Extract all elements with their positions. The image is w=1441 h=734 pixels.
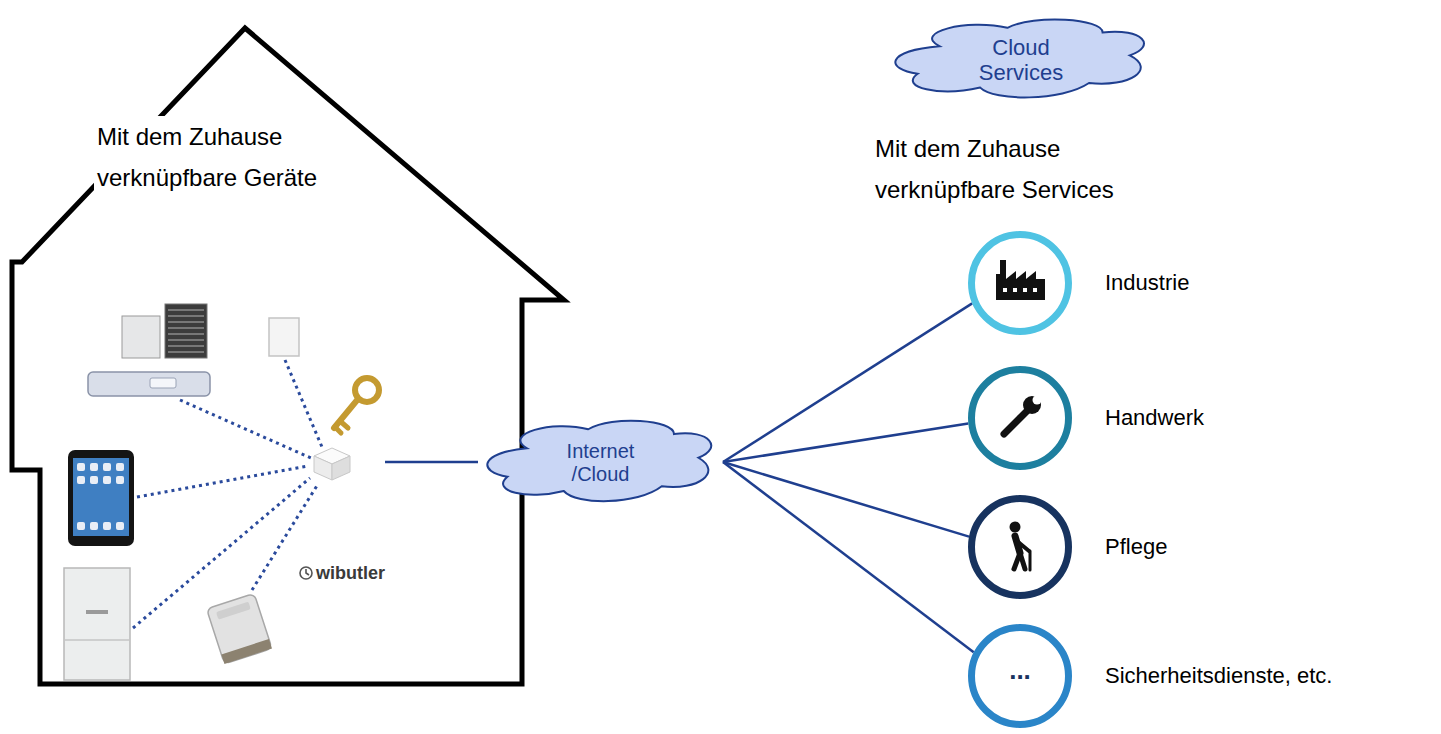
service-circle: Handwerk — [968, 366, 1072, 470]
tablet-screen — [73, 458, 129, 536]
service-label-holder: Sicherheitsdienste, etc. — [1105, 662, 1332, 690]
service-label-holder: Industrie — [1105, 269, 1189, 297]
elderly-cane — [1029, 551, 1032, 570]
elderly-icon — [1010, 522, 1031, 571]
boiler-badge — [86, 610, 108, 614]
heat-pump-indoor — [122, 316, 160, 358]
connector-line — [723, 423, 968, 462]
app-icon — [116, 463, 124, 471]
app-icon — [103, 476, 111, 484]
wall-switch — [269, 318, 299, 356]
factory-window — [1013, 288, 1017, 292]
logo-hand — [306, 569, 309, 575]
brand-label: wibutler — [316, 562, 385, 584]
radio-link — [285, 360, 322, 447]
boiler — [64, 568, 130, 680]
elderly-leg — [1020, 553, 1025, 569]
service-circle: Pflege — [968, 495, 1072, 599]
boiler-body — [64, 568, 130, 680]
controller — [88, 372, 210, 396]
wrench-icon — [1004, 396, 1042, 435]
service-label-holder: Handwerk — [1105, 404, 1204, 432]
gateway-hub: wibutler — [298, 446, 385, 584]
connector-line — [723, 462, 969, 537]
app-icon — [90, 476, 98, 484]
service-circle: Industrie — [968, 231, 1072, 335]
wrench-jaw — [1033, 396, 1042, 405]
cloud-path — [895, 19, 1144, 97]
heat-pump-grille — [168, 310, 204, 352]
connector-line — [385, 461, 478, 464]
boiler-panel — [64, 639, 130, 641]
radio-link — [252, 484, 318, 590]
cloud-text-area: Cloud Services — [885, 14, 1157, 106]
house-heading: Mit dem Zuhause verknüpfbare Geräte — [94, 116, 340, 198]
factory-window — [1033, 288, 1037, 292]
connector-line — [723, 462, 974, 652]
service-label: Sicherheitsdienste, etc. — [1105, 662, 1332, 690]
service-label-holder: Pflege — [1105, 533, 1167, 561]
thermostat-dial — [216, 602, 251, 620]
cloud-path — [487, 421, 711, 502]
controller-body — [88, 372, 210, 396]
service-label: Pflege — [1105, 533, 1167, 561]
app-icon — [116, 476, 124, 484]
cloud-shape: Cloud Services — [885, 14, 1157, 106]
service-label: Industrie — [1105, 269, 1189, 297]
controller-display — [150, 378, 176, 388]
wrench-head — [1023, 396, 1041, 414]
radio-link — [137, 466, 308, 497]
thermostat-body — [207, 593, 272, 664]
app-icon — [103, 463, 111, 471]
app-icon — [116, 522, 124, 530]
hub-device — [310, 446, 352, 484]
elderly-arm — [1017, 541, 1029, 551]
house-outline: Mit dem Zuhause verknüpfbare Geräte wibut… — [8, 24, 568, 688]
tablet — [68, 450, 134, 546]
group-heading: Mit dem Zuhause verknüpfbare Services — [875, 128, 1137, 210]
elderly-head — [1010, 522, 1021, 533]
house-wall — [12, 28, 564, 684]
heat-pump-outdoor — [165, 304, 207, 358]
app-icon — [77, 522, 85, 530]
service-circle: ...Sicherheitsdienste, etc. — [968, 624, 1072, 728]
key — [334, 378, 379, 433]
radio-links — [133, 360, 322, 628]
hub-logo-mark — [298, 565, 314, 581]
factory-window — [1003, 288, 1007, 292]
cloud-text-area: Internet /Cloud — [478, 415, 723, 510]
heat-pump — [122, 304, 207, 358]
factory-shape — [996, 260, 1045, 300]
app-icon — [77, 476, 85, 484]
app-icon — [103, 522, 111, 530]
cloud-label: Cloud Services — [965, 35, 1077, 86]
connector-line — [723, 303, 972, 462]
app-icon — [90, 522, 98, 530]
hub-side — [314, 456, 332, 480]
hub-side — [332, 456, 350, 480]
cloud-label: Internet /Cloud — [555, 440, 647, 486]
thermostat-ring — [221, 639, 272, 664]
app-icon — [90, 463, 98, 471]
wrench-handle — [1004, 410, 1028, 434]
cloud-shape: Internet /Cloud — [478, 415, 723, 510]
logo-ring — [300, 567, 312, 579]
factory-icon — [996, 260, 1045, 300]
radio-link — [180, 400, 311, 458]
key-shaft — [334, 399, 358, 428]
hub-logo: wibutler — [298, 562, 385, 584]
heading-holder: Mit dem Zuhause verknüpfbare Services — [875, 128, 1137, 210]
app-icon — [77, 463, 85, 471]
radiator-thermostat — [207, 593, 272, 664]
key-tooth — [335, 427, 341, 433]
more-symbol: ... — [1009, 655, 1031, 686]
tablet-body — [68, 450, 134, 546]
factory-window — [1023, 288, 1027, 292]
service-label: Handwerk — [1105, 404, 1204, 432]
key-tooth — [340, 421, 348, 428]
tablet-apps — [77, 463, 124, 530]
